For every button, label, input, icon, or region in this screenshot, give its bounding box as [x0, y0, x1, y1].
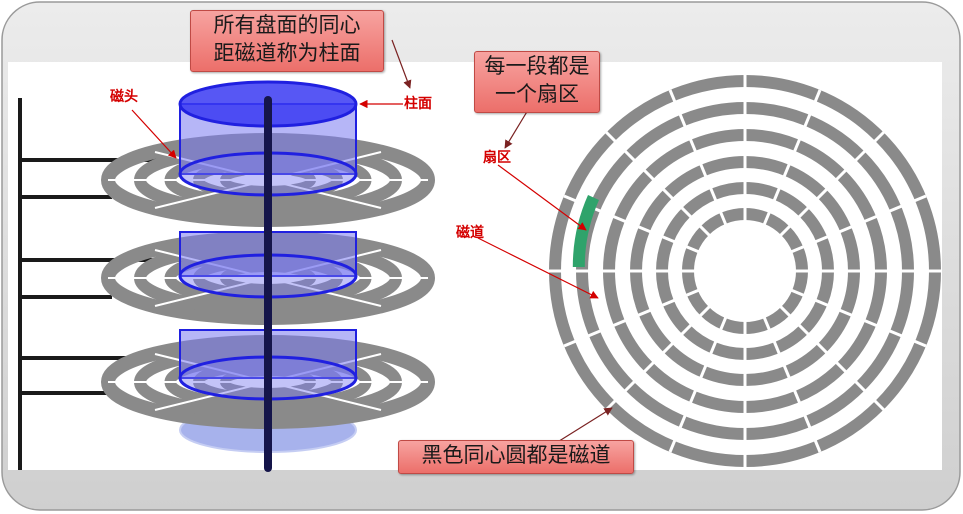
callout-cylinder-line1: 所有盘面的同心 [213, 13, 361, 37]
label-sector: 扇区 [483, 150, 511, 166]
platter-top-view [549, 75, 941, 467]
callout-sector: 每一段都是 一个扇区 [474, 51, 600, 113]
callout-track-text: 黑色同心圆都是磁道 [421, 443, 611, 467]
label-cylinder: 柱面 [404, 96, 432, 112]
sector-highlight [572, 195, 600, 268]
label-track: 磁道 [456, 225, 484, 241]
callout-sector-line1: 每一段都是 [484, 54, 590, 78]
callout-cylinder-line2: 距磁道称为柱面 [213, 41, 361, 65]
platter-stack [101, 80, 435, 472]
label-head: 磁头 [110, 89, 138, 105]
callout-cylinder: 所有盘面的同心 距磁道称为柱面 [190, 10, 384, 72]
callout-track: 黑色同心圆都是磁道 [398, 440, 634, 474]
callout-sector-line2: 一个扇区 [495, 82, 579, 106]
